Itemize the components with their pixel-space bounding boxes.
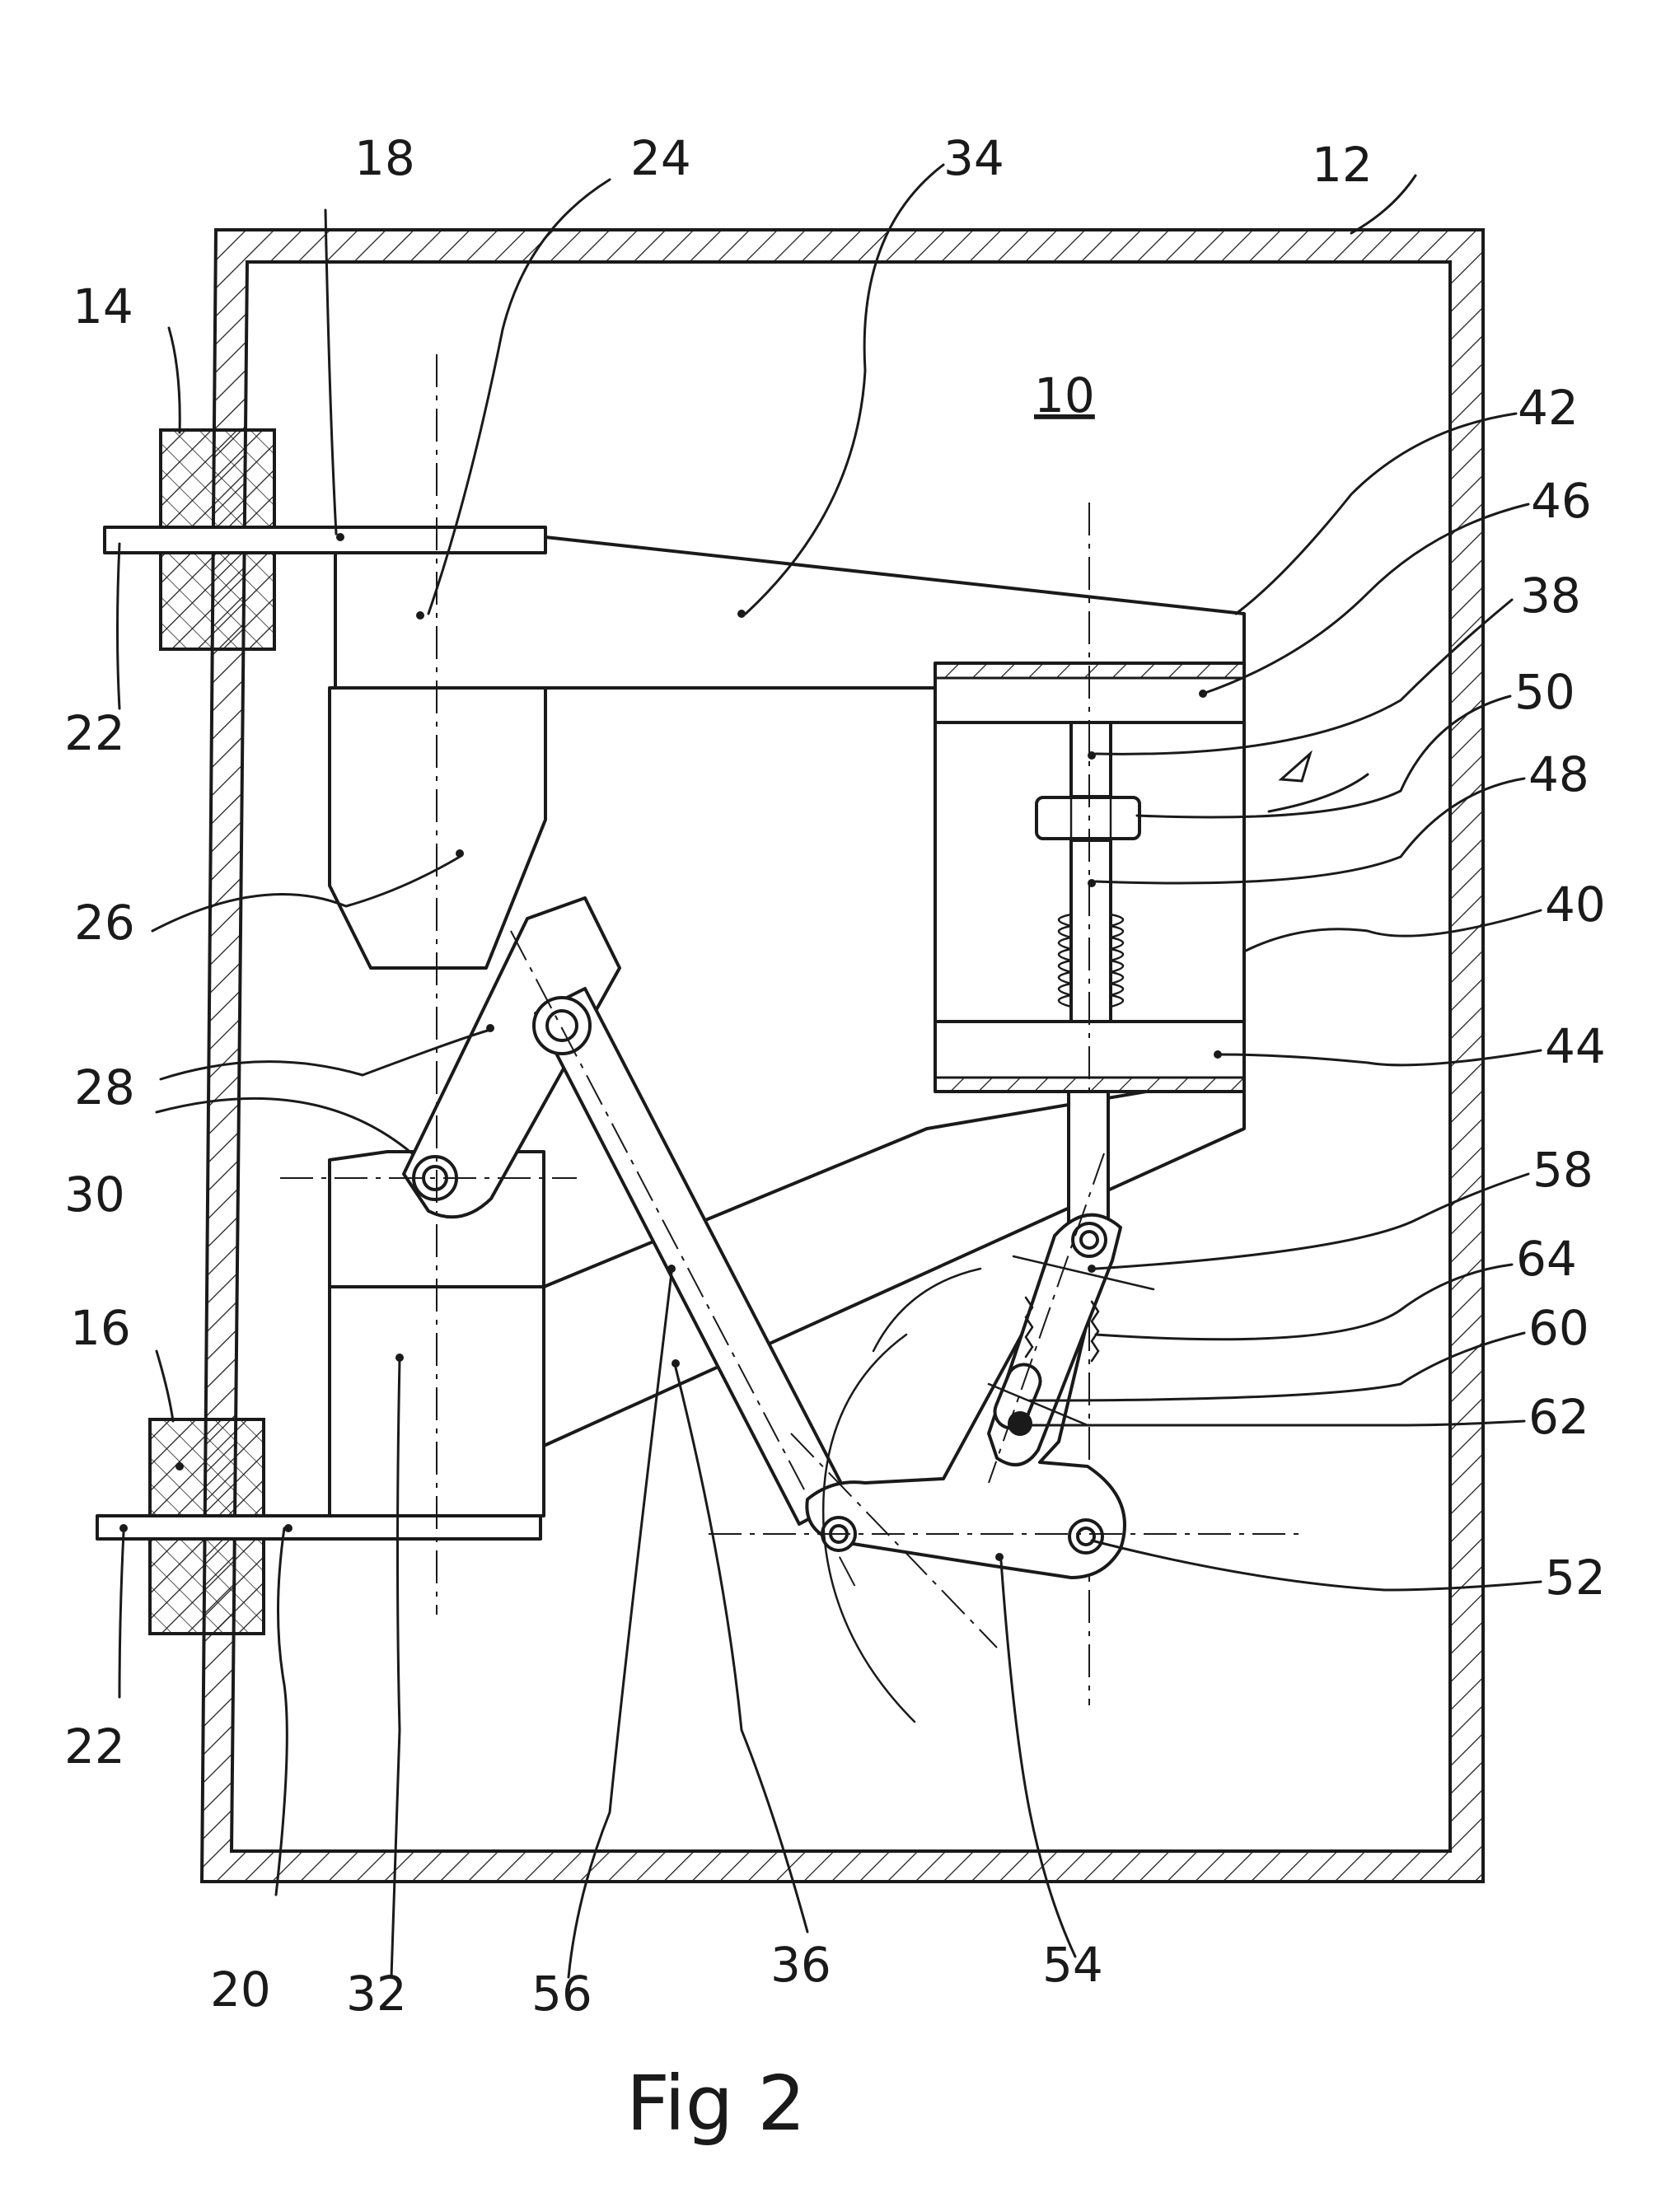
moving-stem-48 (1071, 840, 1111, 1022)
label-ref-16: 16 (70, 1300, 131, 1356)
label-ref-30: 28 (74, 1059, 135, 1115)
label-ref-26: 26 (74, 895, 135, 951)
label-ref-54: 54 (1042, 1937, 1103, 1993)
label-ref-28: 32 (346, 1966, 407, 2022)
contact-pair-50 (1037, 797, 1139, 839)
label-ref-34: 34 (943, 130, 1004, 186)
label-ref-18: 18 (354, 130, 415, 186)
label-ref-50: 50 (1514, 664, 1575, 720)
label-ref-58: 58 (1533, 1142, 1593, 1198)
label-ref-62: 62 (1528, 1389, 1589, 1445)
label-ref-42: 42 (1518, 380, 1579, 436)
label-ref-40: 40 (1545, 877, 1606, 933)
label-ref-44: 44 (1545, 1018, 1606, 1074)
label-ref-14: 14 (73, 278, 133, 334)
lower-busbar-20 (97, 1516, 541, 1539)
pin-62 (1008, 1411, 1032, 1436)
label-ref-22-top: 22 (64, 705, 125, 761)
figure-caption: Fig 2 (626, 2060, 806, 2148)
label-ref-20: 20 (210, 1962, 271, 2018)
label-ref-24: 24 (630, 130, 691, 186)
label-ref-60: 60 (1528, 1300, 1589, 1356)
label-ref-10: 10 (1034, 367, 1095, 423)
label-ref-22-bottom: 22 (64, 1718, 125, 1775)
reference-numerals: 18 24 34 12 14 10 42 46 38 50 48 22 26 4… (64, 130, 1606, 2022)
label-ref-52: 52 (1545, 1550, 1606, 1606)
label-ref-56: 56 (531, 1966, 592, 2022)
fixed-stem-46 (1071, 722, 1111, 797)
label-ref-64: 64 (1516, 1231, 1577, 1287)
upper-busbar-18 (105, 527, 545, 553)
label-ref-48: 48 (1528, 746, 1589, 802)
label-ref-46: 46 (1531, 473, 1592, 529)
label-ref-32: 30 (64, 1167, 125, 1223)
label-ref-36: 36 (770, 1937, 831, 1993)
label-ref-12: 12 (1312, 137, 1373, 193)
leader-lines (118, 165, 1542, 1977)
label-ref-38: 38 (1520, 568, 1581, 624)
